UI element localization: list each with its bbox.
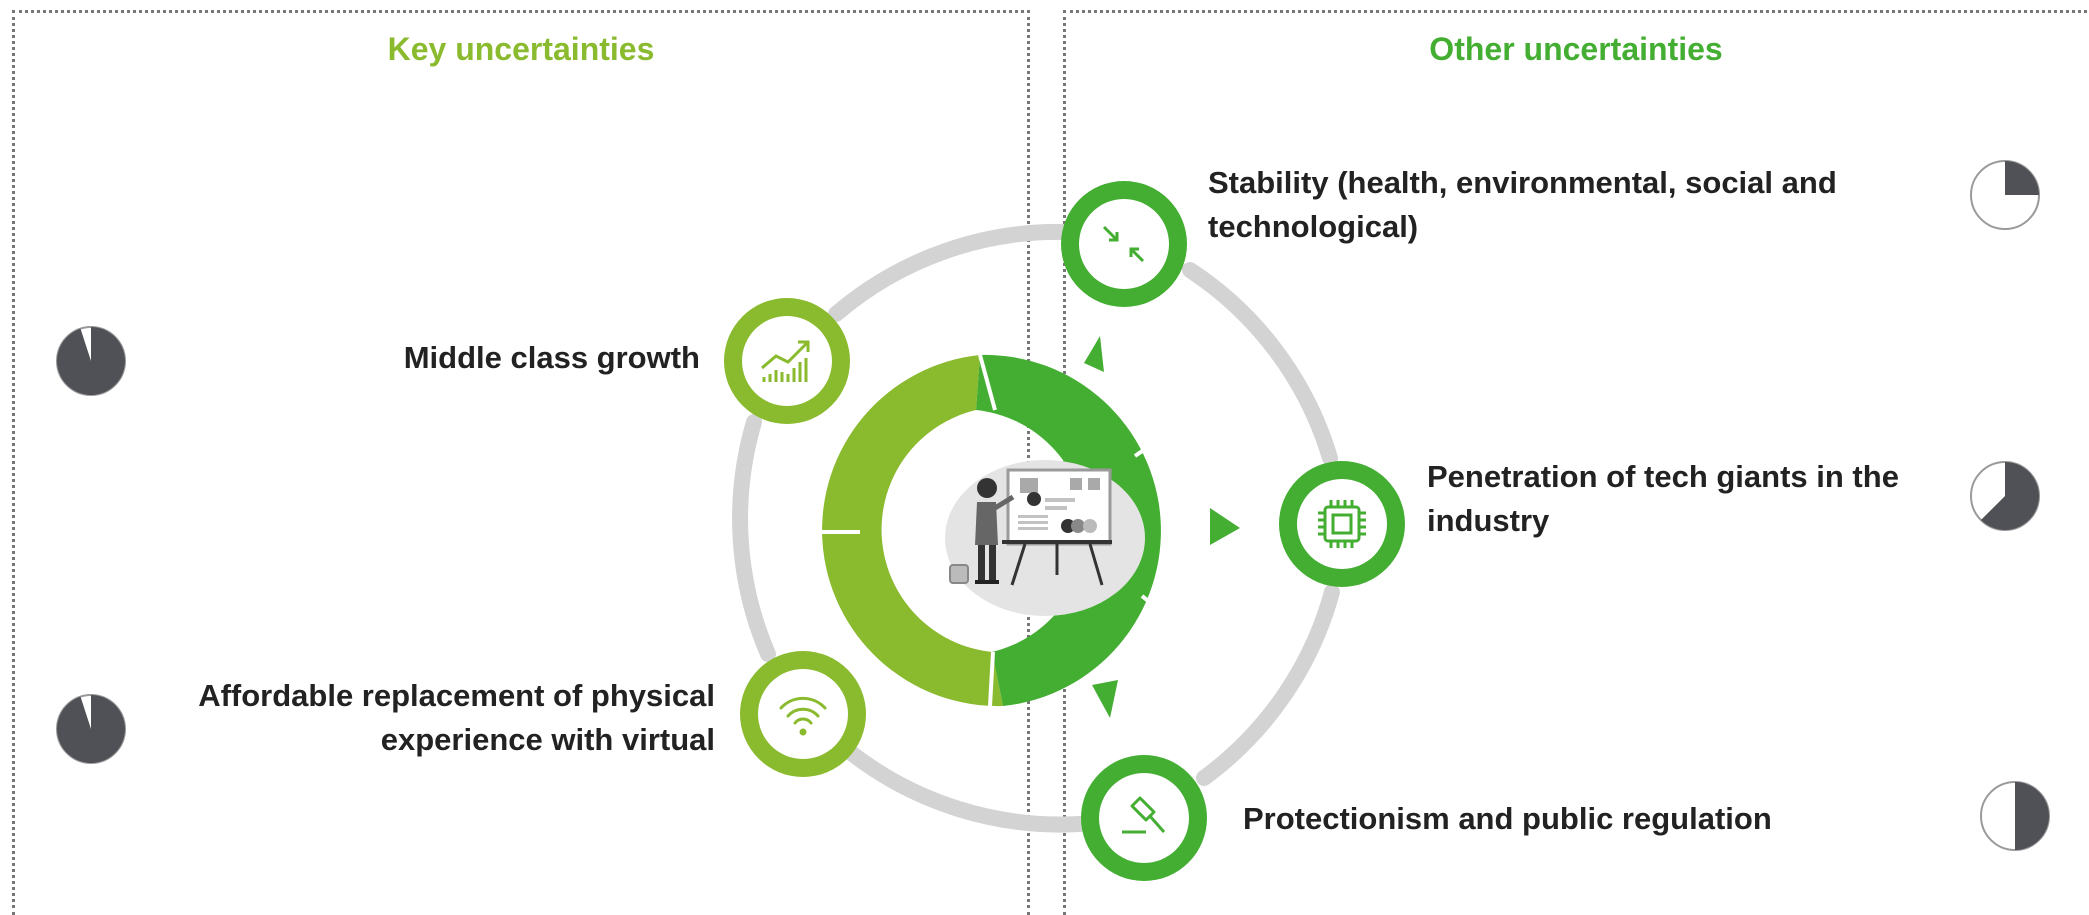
wifi-dot — [799, 728, 807, 736]
compress-arrows-icon — [1102, 225, 1145, 263]
pie-indicators — [56, 160, 2050, 851]
label-line: Middle class growth — [403, 340, 700, 375]
node-protectionism — [1081, 755, 1207, 881]
outer-ring-arc — [1196, 584, 1340, 786]
presenter-illustration — [945, 460, 1145, 616]
label-line: Protectionism and public regulation — [1243, 801, 1772, 836]
center-ring-segment-left — [822, 355, 1003, 707]
node-tech-giants — [1279, 461, 1405, 587]
label-affordable-replacement: Affordable replacement of physical exper… — [110, 674, 715, 762]
segment-divider — [978, 354, 997, 411]
segment-divider — [1133, 423, 1182, 458]
gavel-icon — [1122, 796, 1166, 834]
label-middle-class-growth: Middle class growth — [300, 336, 700, 380]
label-line: experience with virtual — [380, 722, 715, 757]
pie-indicator — [56, 695, 125, 763]
label-line: technological) — [1208, 209, 1419, 244]
center-ring — [808, 336, 1240, 718]
label-tech-giants: Penetration of tech giants in the indust… — [1427, 455, 1987, 543]
label-line: Affordable replacement of physical — [198, 678, 715, 713]
node-affordable-replacement — [740, 651, 866, 777]
pie-indicator — [1980, 462, 2039, 530]
pie-indicator — [2015, 782, 2049, 850]
segment-divider — [988, 651, 995, 707]
outer-ring-arc — [828, 223, 1076, 322]
ring-arrow-tip — [1092, 680, 1118, 718]
label-stability: Stability (health, environmental, social… — [1208, 161, 1908, 249]
segment-divider — [1140, 594, 1187, 632]
ring-arrow-tip — [880, 630, 917, 655]
label-line: industry — [1427, 503, 1550, 538]
outer-ring-arc — [732, 414, 776, 662]
label-line: Stability (health, environmental, social… — [1208, 165, 1837, 200]
ring-arrow-tip — [872, 420, 900, 442]
other-uncertainties-title: Other uncertainties — [1429, 31, 1723, 67]
node-stability — [1061, 181, 1187, 307]
wifi-icon — [779, 696, 827, 725]
ring-arrow-tip — [1210, 508, 1240, 545]
outer-ring-arc — [842, 744, 1088, 833]
node-middle-class-growth — [724, 298, 850, 424]
label-line: Penetration of tech giants in the — [1427, 459, 1899, 494]
pie-indicator — [57, 327, 126, 395]
growth-chart-icon — [761, 340, 810, 382]
outer-ring-arc — [1182, 262, 1338, 466]
pie-indicator — [2005, 161, 2039, 195]
chip-icon — [1318, 500, 1366, 548]
outer-ring — [732, 223, 1340, 833]
key-uncertainties-title: Key uncertainties — [387, 31, 655, 67]
label-protectionism: Protectionism and public regulation — [1243, 797, 1893, 841]
ring-arrow-tip — [1084, 336, 1104, 372]
center-ring-segment-right — [976, 354, 1161, 706]
